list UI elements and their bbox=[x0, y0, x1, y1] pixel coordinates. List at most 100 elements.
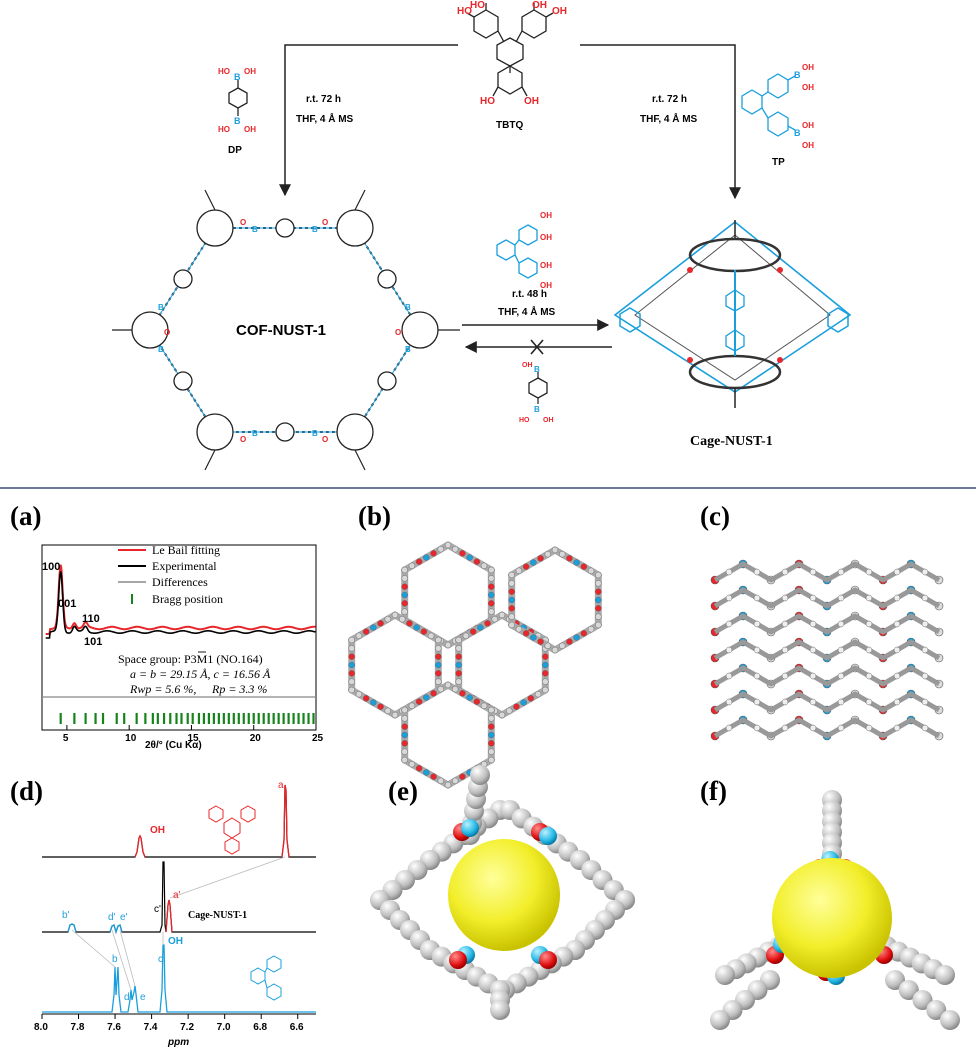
svg-text:OH: OH bbox=[244, 67, 256, 76]
nmr-x-tick-label: 7.8 bbox=[71, 1022, 85, 1033]
nmr-label-c: c bbox=[158, 954, 163, 965]
legend-le-bail: Le Bail fitting bbox=[152, 543, 220, 557]
svg-text:B: B bbox=[534, 405, 540, 414]
svg-text:HO: HO bbox=[218, 67, 230, 76]
svg-text:B: B bbox=[312, 225, 318, 234]
svg-text:OH: OH bbox=[540, 281, 552, 290]
cof-framework-topview bbox=[348, 541, 602, 789]
nmr-label-oh-red: OH bbox=[150, 825, 165, 836]
svg-text:B: B bbox=[312, 429, 318, 438]
nmr-x-tick-label: 7.6 bbox=[107, 1022, 121, 1033]
svg-text:O: O bbox=[164, 328, 170, 337]
nmr-spectrum-cage-peaks bbox=[67, 923, 123, 935]
dp-molecule: B B HO OH HO OH bbox=[218, 67, 256, 134]
svg-text:OH: OH bbox=[802, 141, 814, 150]
nmr-x-tick-label: 7.4 bbox=[144, 1022, 158, 1033]
svg-text:OH: OH bbox=[532, 0, 547, 11]
panel-label-f: (f) bbox=[700, 776, 727, 806]
xrd-frame bbox=[41, 544, 317, 731]
cage-spacefill-top bbox=[710, 790, 960, 1030]
nmr-spectrum-tp bbox=[42, 944, 316, 1013]
panel-label-b: (b) bbox=[358, 501, 391, 531]
nmr-x-tick-label: 6.6 bbox=[290, 1022, 304, 1033]
right-condition-1: r.t. 72 h bbox=[652, 94, 687, 105]
x-tick-label: 5 bbox=[63, 733, 69, 744]
left-condition-2: THF, 4 Å MS bbox=[296, 112, 354, 125]
nmr-label-oh-blue: OH bbox=[168, 936, 183, 947]
svg-text:B: B bbox=[158, 345, 164, 354]
series-line-experimental bbox=[45, 571, 316, 639]
blocked-cross-icon bbox=[530, 339, 544, 355]
svg-text:OH: OH bbox=[540, 261, 552, 270]
nmr-x-tick-label: 6.8 bbox=[253, 1022, 267, 1033]
nmr-label-b: b bbox=[112, 954, 118, 965]
nmr-spectrum-cage-a-prime bbox=[165, 899, 173, 933]
right-arrow bbox=[580, 44, 741, 200]
tbtq-label: TBTQ bbox=[496, 120, 523, 131]
nmr-label-b-prime: b' bbox=[62, 910, 70, 921]
svg-text:OH: OH bbox=[522, 362, 533, 369]
svg-text:B: B bbox=[794, 128, 801, 138]
cavity-sphere-top bbox=[772, 858, 892, 978]
nmr-x-tick-label: 7.0 bbox=[217, 1022, 231, 1033]
cage-spacefill-side bbox=[370, 765, 635, 1020]
svg-text:B: B bbox=[234, 72, 241, 82]
nmr-label-c-prime: c' bbox=[154, 904, 161, 915]
nmr-cage-label: Cage-NUST-1 bbox=[188, 910, 247, 921]
nmr-x-tick-label: 8.0 bbox=[34, 1022, 48, 1033]
right-condition-2: THF, 4 Å MS bbox=[640, 112, 698, 125]
nmr-inset-tbtq-molecule bbox=[208, 805, 256, 855]
svg-text:B: B bbox=[405, 345, 411, 354]
svg-text:B: B bbox=[405, 303, 411, 312]
svg-text:OH: OH bbox=[540, 211, 552, 220]
reaction-scheme: HO OH HO OH HO OH TBTQ r.t. 72 h THF, 4 … bbox=[112, 0, 852, 471]
x-tick-label: 10 bbox=[125, 733, 137, 744]
legend-experimental: Experimental bbox=[152, 559, 217, 573]
dp-label: DP bbox=[228, 145, 242, 156]
svg-text:OH: OH bbox=[802, 63, 814, 72]
svg-text:HO: HO bbox=[218, 125, 230, 134]
nmr-spectrum-tbtq-peaks bbox=[134, 784, 290, 858]
svg-text:O: O bbox=[240, 435, 246, 444]
cage-nust-1-structure bbox=[613, 220, 852, 408]
cell-params: a = b = 29.15 Å, c = 16.56 Å bbox=[130, 667, 271, 681]
svg-text:HO: HO bbox=[457, 6, 472, 17]
nmr-label-d: d bbox=[124, 992, 130, 1003]
peak-label-101: 101 bbox=[84, 636, 102, 648]
svg-text:HO: HO bbox=[470, 0, 485, 11]
nmr-label-a-prime: a' bbox=[173, 890, 181, 901]
svg-text:O: O bbox=[395, 328, 401, 337]
x-tick-label: 25 bbox=[312, 733, 324, 744]
svg-text:OH: OH bbox=[244, 125, 256, 134]
svg-text:B: B bbox=[252, 429, 258, 438]
tp-label: TP bbox=[772, 157, 785, 168]
nmr-spectrum-tbtq bbox=[42, 784, 316, 858]
peak-label-100: 100 bbox=[42, 561, 60, 573]
svg-text:OH: OH bbox=[552, 6, 567, 17]
x-tick-label: 20 bbox=[250, 733, 262, 744]
nmr-label-e: e bbox=[140, 992, 146, 1003]
svg-text:OH: OH bbox=[802, 83, 814, 92]
nmr-x-axis-label: ppm bbox=[167, 1037, 189, 1048]
svg-text:O: O bbox=[240, 218, 246, 227]
nmr-connector-lines bbox=[71, 856, 286, 991]
nmr-label-a: a bbox=[278, 780, 284, 791]
svg-text:B: B bbox=[234, 116, 241, 126]
panel-label-e: (e) bbox=[388, 776, 418, 806]
svg-text:OH: OH bbox=[802, 121, 814, 130]
svg-text:B: B bbox=[794, 70, 801, 80]
series-line-le-bail bbox=[45, 564, 316, 635]
svg-text:HO: HO bbox=[519, 417, 530, 424]
nmr-label-d-prime: d' bbox=[108, 912, 116, 923]
left-condition-1: r.t. 72 h bbox=[306, 94, 341, 105]
legend-differences: Differences bbox=[152, 575, 208, 589]
svg-text:O: O bbox=[322, 435, 328, 444]
rp-value: Rp = 3.3 % bbox=[211, 682, 267, 696]
svg-text:B: B bbox=[534, 365, 540, 374]
tbtq-molecule bbox=[466, 3, 554, 97]
